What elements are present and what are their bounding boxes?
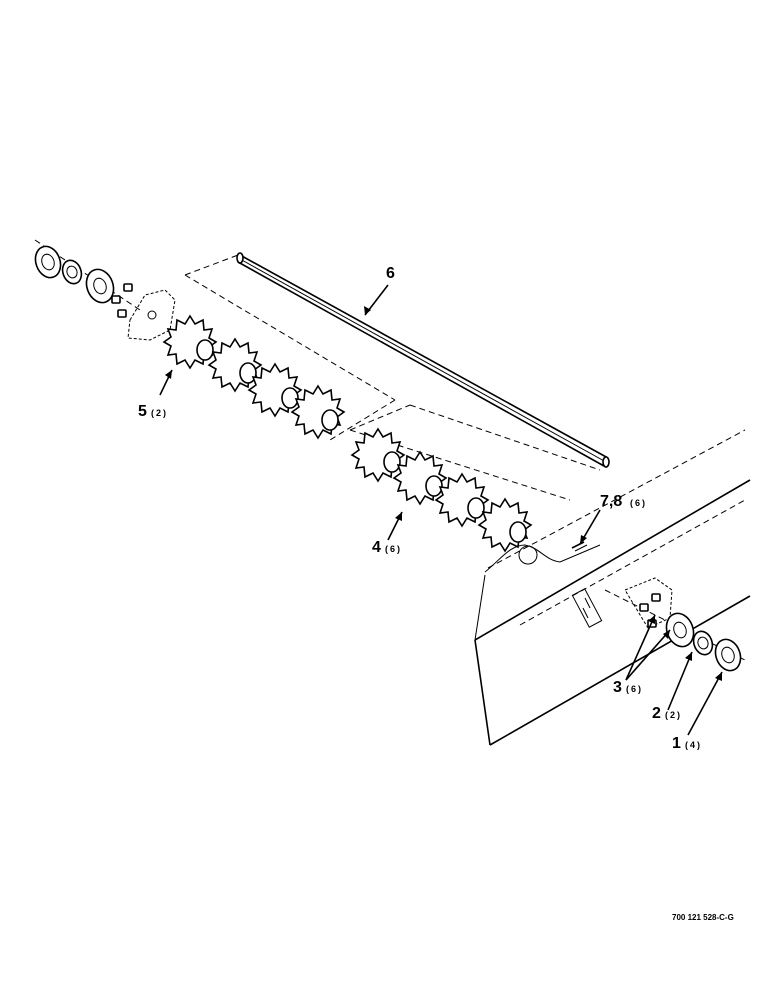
callout-number: 1 — [672, 735, 681, 752]
callout-6: 6 — [386, 265, 395, 282]
hex-shaft — [236, 252, 610, 468]
callout-qty: (6) — [630, 498, 647, 508]
callout-number: 3 — [613, 679, 622, 696]
callout-number: 5 — [138, 403, 147, 420]
sprocket-group-right — [351, 428, 532, 552]
sprocket-group-outline-right — [349, 404, 601, 501]
callout-number: 7,8 — [600, 493, 622, 510]
callout-number: 6 — [386, 265, 395, 282]
callout-qty: (6) — [385, 544, 402, 554]
callout-2: 2 (2) — [652, 705, 682, 722]
callout-qty: (6) — [626, 684, 643, 694]
callout-number: 4 — [372, 539, 381, 556]
callout-1: 1 (4) — [672, 735, 702, 752]
figure-number: 700 121 528-C-G — [672, 913, 734, 922]
callout-3: 3 (6) — [613, 679, 643, 696]
callout-number: 2 — [652, 705, 661, 722]
callout-5: 5 (2) — [138, 403, 168, 420]
right-bearing-assembly — [604, 577, 746, 672]
leader-lines — [159, 284, 723, 736]
left-bearing-assembly — [34, 239, 176, 341]
callout-qty: (4) — [685, 740, 702, 750]
sprocket-group-outline-left — [184, 254, 396, 441]
roll-pin — [571, 541, 588, 552]
callout-qty: (2) — [151, 408, 168, 418]
callout-qty: (2) — [665, 710, 682, 720]
callout-4: 4 (6) — [372, 539, 402, 556]
sprocket-group-left — [163, 315, 345, 439]
callout-7-8: 7,8 (6) — [600, 493, 647, 510]
frame-panel — [474, 429, 751, 746]
